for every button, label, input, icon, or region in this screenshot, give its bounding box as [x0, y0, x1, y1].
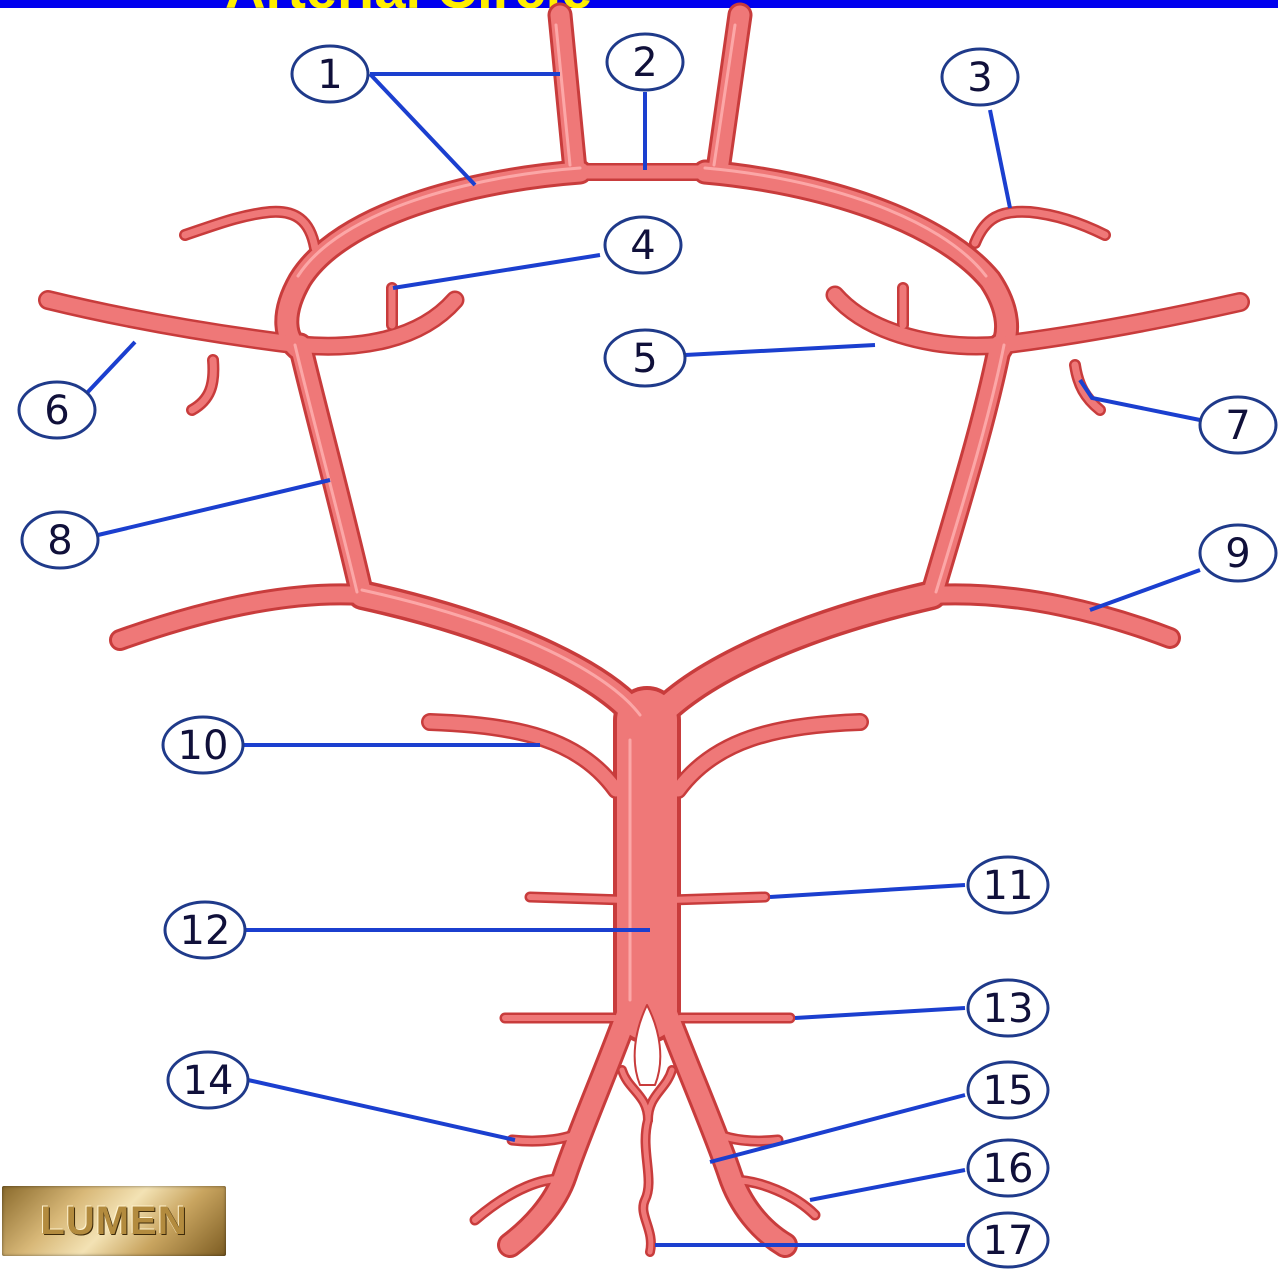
label-15: 15	[968, 1062, 1048, 1118]
label-12-text: 12	[180, 908, 231, 954]
label-13-text: 13	[983, 986, 1034, 1032]
label-11-text: 11	[983, 863, 1034, 909]
label-6: 6	[19, 382, 95, 438]
label-11: 11	[968, 857, 1048, 913]
label-1-text: 1	[317, 52, 342, 98]
lumen-logo-text: LUMEN	[2, 1186, 226, 1256]
label-6-text: 6	[44, 388, 69, 434]
lumen-logo: LUMEN	[2, 1186, 226, 1256]
label-17: 17	[968, 1213, 1048, 1267]
label-14-text: 14	[183, 1058, 234, 1104]
label-12: 12	[165, 902, 245, 958]
label-17-text: 17	[983, 1218, 1034, 1264]
label-4: 4	[605, 217, 681, 273]
label-7-text: 7	[1225, 403, 1250, 449]
label-14: 14	[168, 1052, 248, 1108]
label-1: 1	[292, 46, 368, 102]
label-4-text: 4	[630, 223, 655, 269]
label-16: 16	[968, 1140, 1048, 1196]
label-13: 13	[968, 980, 1048, 1036]
label-15-text: 15	[983, 1068, 1034, 1114]
label-8: 8	[22, 512, 98, 568]
label-7: 7	[1200, 397, 1276, 453]
label-9-text: 9	[1225, 531, 1250, 577]
label-9: 9	[1200, 525, 1276, 581]
label-3: 3	[942, 49, 1018, 105]
label-2-text: 2	[632, 40, 657, 86]
label-8-text: 8	[47, 518, 72, 564]
label-10-text: 10	[178, 723, 229, 769]
label-5-text: 5	[632, 336, 657, 382]
label-10: 10	[163, 717, 243, 773]
label-5: 5	[605, 330, 685, 386]
label-2: 2	[607, 34, 683, 90]
label-16-text: 16	[983, 1146, 1034, 1192]
label-3-text: 3	[967, 55, 992, 101]
